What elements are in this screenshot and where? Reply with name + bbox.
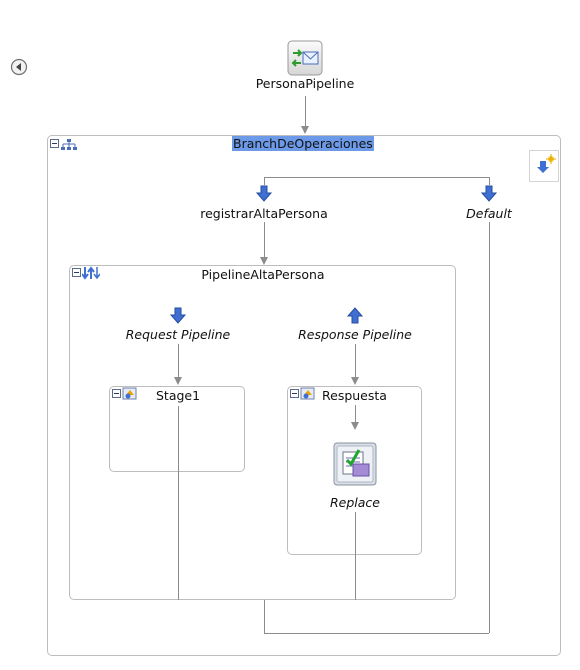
pipeline-pair-container[interactable] [69,265,456,600]
stage-response[interactable] [287,386,422,555]
collapse-icon[interactable] [72,268,81,277]
response-pipeline-label[interactable]: Response Pipeline [298,327,412,342]
branch-label-registrar[interactable]: registrarAltaPersona [200,206,328,221]
connector-line [264,177,265,185]
branch-label-default[interactable]: Default [466,206,512,221]
connector-line [355,512,356,600]
replace-action[interactable] [333,442,377,486]
collapse-icon[interactable] [112,389,121,398]
connector-arrow [174,377,182,385]
stage-request-label[interactable]: Stage1 [156,388,201,403]
connector-line [489,222,490,633]
connector-line [305,96,306,126]
connector-line [264,177,489,178]
connector-line [264,633,489,634]
back-button[interactable] [10,58,28,76]
connector-line [264,600,265,633]
connector-arrow [351,422,359,430]
collapse-icon[interactable] [290,389,299,398]
branch-title[interactable]: BranchDeOperaciones [232,136,374,151]
add-branch-icon [537,154,556,173]
up-arrow-icon [347,307,363,324]
request-pipeline-label[interactable]: Request Pipeline [125,327,231,342]
down-arrow-icon [481,185,497,202]
connector-line [489,177,490,185]
stage-response-label[interactable]: Respuesta [322,388,387,403]
stage-icon [300,387,315,400]
pipeline-pair-icon [82,266,100,280]
replace-icon [333,442,377,486]
pipeline-icon [287,40,323,76]
stage-icon [122,387,137,400]
connector-line [178,344,179,377]
pipeline-label: PersonaPipeline [255,76,355,91]
connector-line [355,344,356,377]
branch-container[interactable] [47,135,561,656]
stage-request[interactable] [109,386,245,472]
branch-node-icon [61,139,77,150]
connector-arrow [301,126,309,134]
pipeline-node[interactable] [287,40,323,76]
collapse-icon[interactable] [50,139,59,148]
pipeline-pair-title[interactable]: PipelineAltaPersona [201,267,325,282]
down-arrow-icon [256,185,272,202]
connector-arrow [260,257,268,265]
back-icon [10,58,28,76]
connector-line [178,406,179,600]
add-branch-button[interactable] [529,150,559,182]
connector-arrow [351,377,359,385]
down-arrow-icon [170,307,186,324]
connector-line [264,222,265,257]
connector-line [355,405,356,425]
replace-label[interactable]: Replace [329,495,380,510]
